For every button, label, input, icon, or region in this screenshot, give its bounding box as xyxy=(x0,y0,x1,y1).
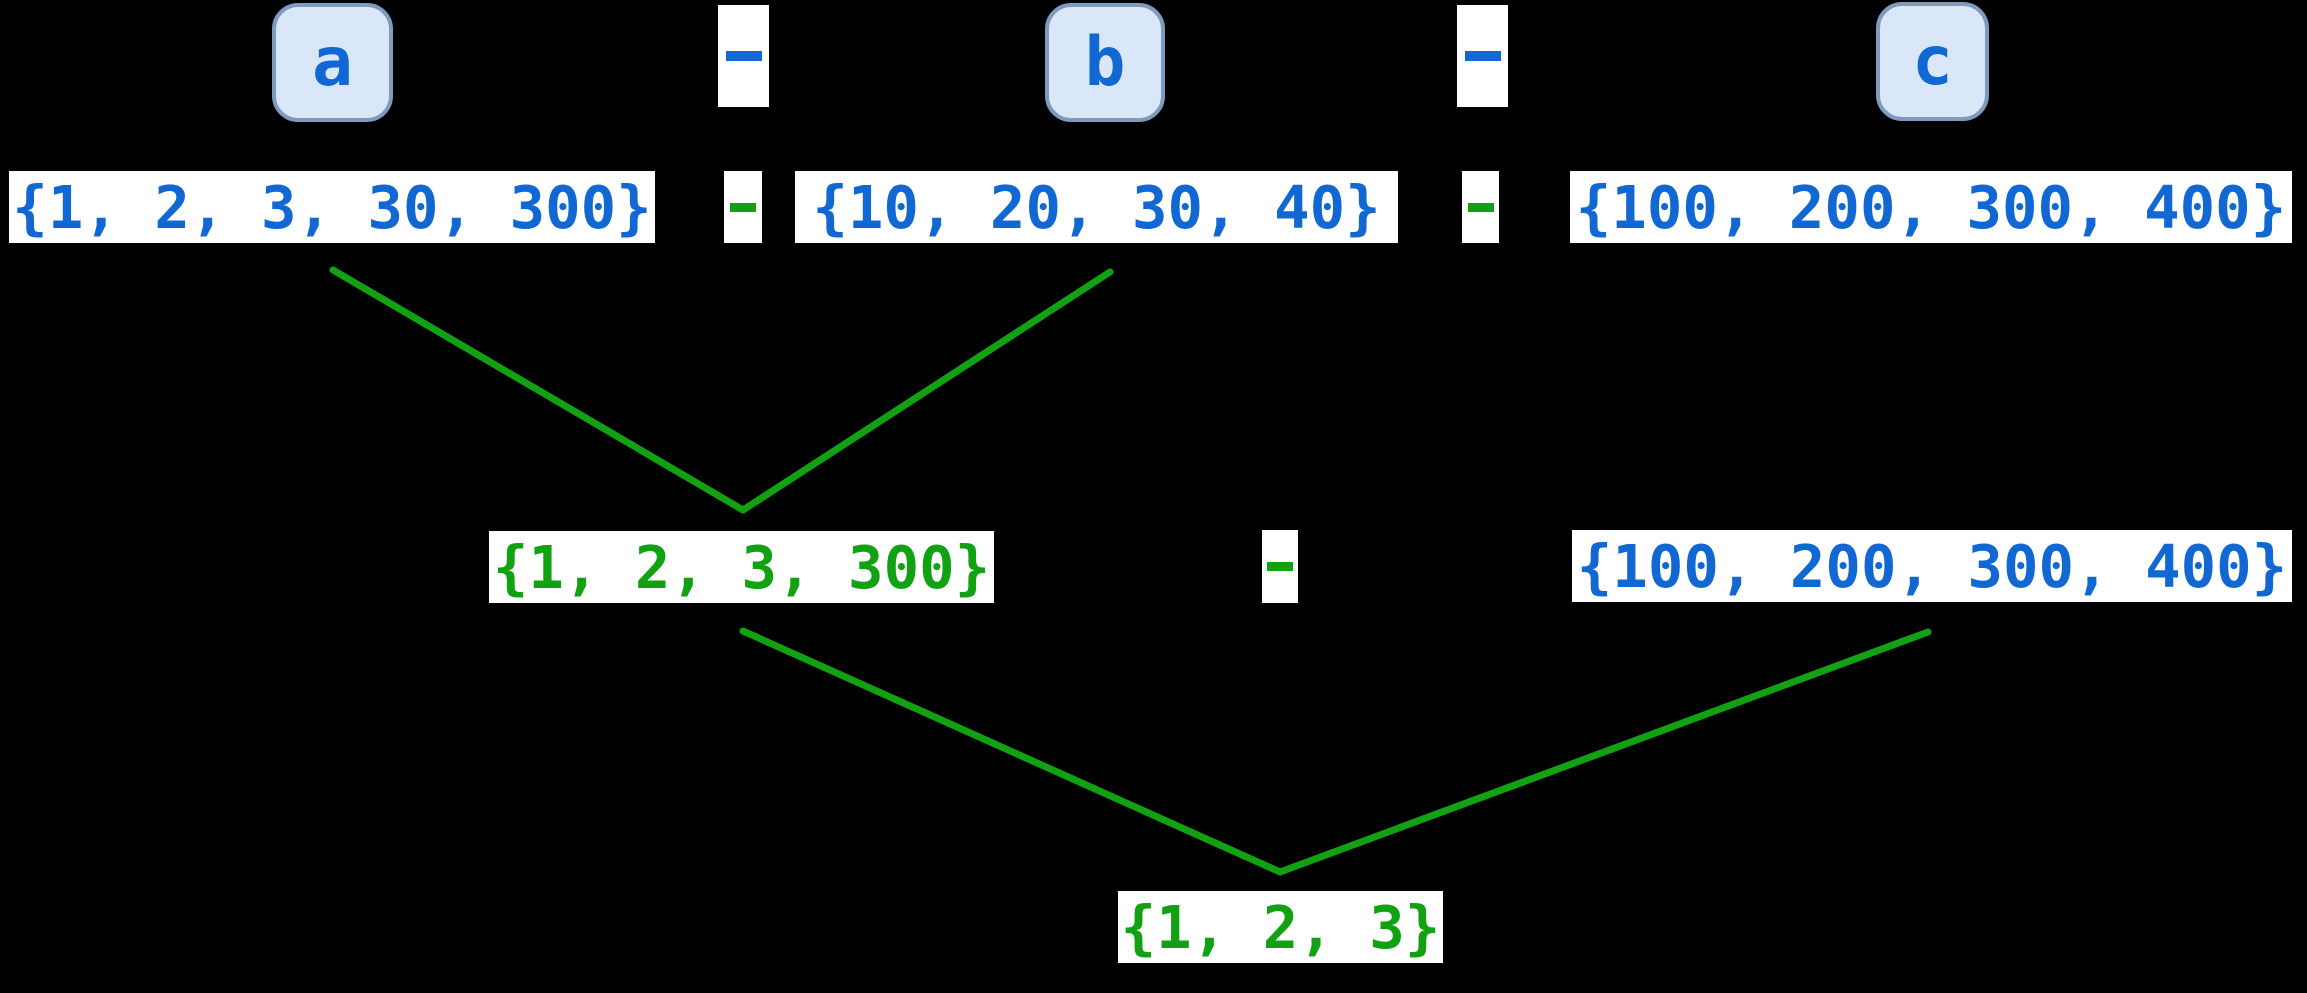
set-literal-a-text: {1, 2, 3, 30, 300} xyxy=(12,172,652,242)
connector-line xyxy=(739,268,1114,514)
set-literal-b-text: {10, 20, 30, 40} xyxy=(812,172,1381,242)
minus-icon xyxy=(1267,562,1293,571)
set-literal-c-text: {100, 200, 300, 400} xyxy=(1575,172,2287,242)
connector-line xyxy=(739,627,1284,876)
minus-operator-sets-1 xyxy=(724,171,762,243)
minus-icon xyxy=(1467,202,1494,212)
set-literal-b: {10, 20, 30, 40} xyxy=(795,171,1398,243)
set-literal-a: {1, 2, 3, 30, 300} xyxy=(9,171,655,243)
intermediate-operand-text: {100, 200, 300, 400} xyxy=(1576,531,2288,601)
intermediate-result: {1, 2, 3, 300} xyxy=(489,531,994,603)
connector-line xyxy=(1276,628,1932,876)
variable-label-a: a xyxy=(312,22,353,102)
minus-operator-vars-1 xyxy=(718,5,769,107)
minus-icon xyxy=(725,51,762,61)
minus-operator-intermediate xyxy=(1262,530,1298,603)
variable-label-b: b xyxy=(1084,22,1126,102)
variable-box-b: b xyxy=(1045,3,1165,122)
variable-label-c: c xyxy=(1912,21,1953,101)
final-result: {1, 2, 3} xyxy=(1118,891,1443,963)
set-literal-c: {100, 200, 300, 400} xyxy=(1570,171,2292,243)
connector-line xyxy=(329,266,747,514)
minus-icon xyxy=(1464,51,1501,61)
intermediate-result-text: {1, 2, 3, 300} xyxy=(492,532,991,602)
final-result-text: {1, 2, 3} xyxy=(1120,892,1441,962)
variable-box-c: c xyxy=(1876,2,1989,121)
minus-operator-vars-2 xyxy=(1457,5,1508,107)
intermediate-operand: {100, 200, 300, 400} xyxy=(1572,530,2292,602)
minus-icon xyxy=(730,202,756,212)
minus-operator-sets-2 xyxy=(1462,171,1499,243)
variable-box-a: a xyxy=(272,3,393,122)
